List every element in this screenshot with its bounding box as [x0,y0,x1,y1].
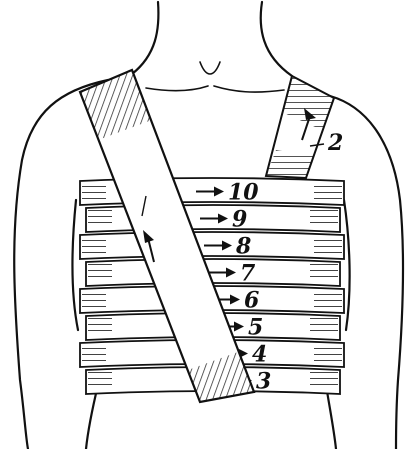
neck-right-line [261,2,292,76]
left-arm-inner-line [73,200,79,330]
turn-label: 9 [232,207,247,233]
turn-label: 4 [252,342,267,368]
turn-label: 3 [256,369,271,395]
turn-label: 6 [244,288,259,314]
turn-label: 7 [240,261,256,287]
collarbone-right [214,86,284,92]
neck-notch [200,62,220,74]
collarbone-left [146,86,208,91]
neck-left-line [132,2,158,74]
bandage-turn: 9 [86,205,340,233]
turn-label: 8 [235,234,251,260]
turn-label: 10 [228,180,259,206]
turn-label: 5 [248,315,263,341]
strap-label: 2 [327,130,343,156]
bandage-turn: 8 [80,232,344,260]
